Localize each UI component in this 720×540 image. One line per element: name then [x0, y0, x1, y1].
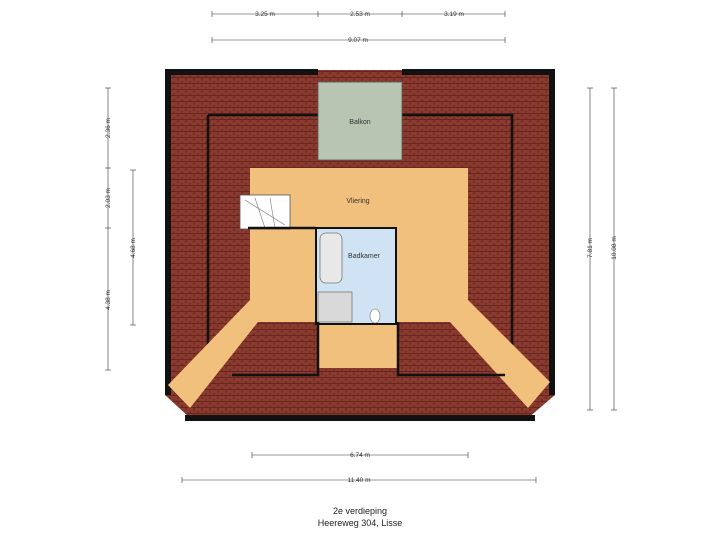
- dim-bottom-total: 11.40 m: [347, 477, 370, 484]
- dim-left-3: 4.38 m: [105, 290, 112, 310]
- dim-left-1: 2.36 m: [105, 118, 112, 138]
- address-caption: Heereweg 304, Lisse: [317, 518, 403, 528]
- floor-caption: 2e verdieping: [332, 506, 388, 516]
- dim-right-total: 10.08 m: [611, 236, 618, 260]
- dimension-lines: [105, 11, 617, 483]
- dim-top-2: 2.53 m: [350, 11, 370, 18]
- interior-walls: [232, 226, 505, 377]
- room-label-attic: Vliering: [346, 198, 369, 205]
- dim-bottom-inner: 6.74 m: [350, 452, 370, 459]
- bathtub: [319, 232, 343, 284]
- dim-left-inner: 4.68 m: [130, 238, 137, 258]
- dim-top-3: 3.19 m: [444, 11, 464, 18]
- room-label-bathroom: Badkamer: [348, 253, 381, 260]
- shower: [317, 291, 353, 323]
- dimension-labels: 3.25 m 2.53 m 3.19 m 9.07 m 2.36 m 2.03 …: [105, 11, 618, 484]
- dim-top-total: 9.07 m: [348, 37, 368, 44]
- toilet: [369, 308, 381, 324]
- dim-right-inner: 7.81 m: [587, 238, 594, 258]
- balcony: Balkon: [317, 81, 403, 161]
- dim-left-2: 2.03 m: [105, 188, 112, 208]
- dim-top-1: 3.25 m: [255, 11, 275, 18]
- room-label-balcony: Balkon: [349, 119, 371, 126]
- bathroom: Badkamer: [315, 227, 397, 325]
- staircase: [239, 194, 291, 230]
